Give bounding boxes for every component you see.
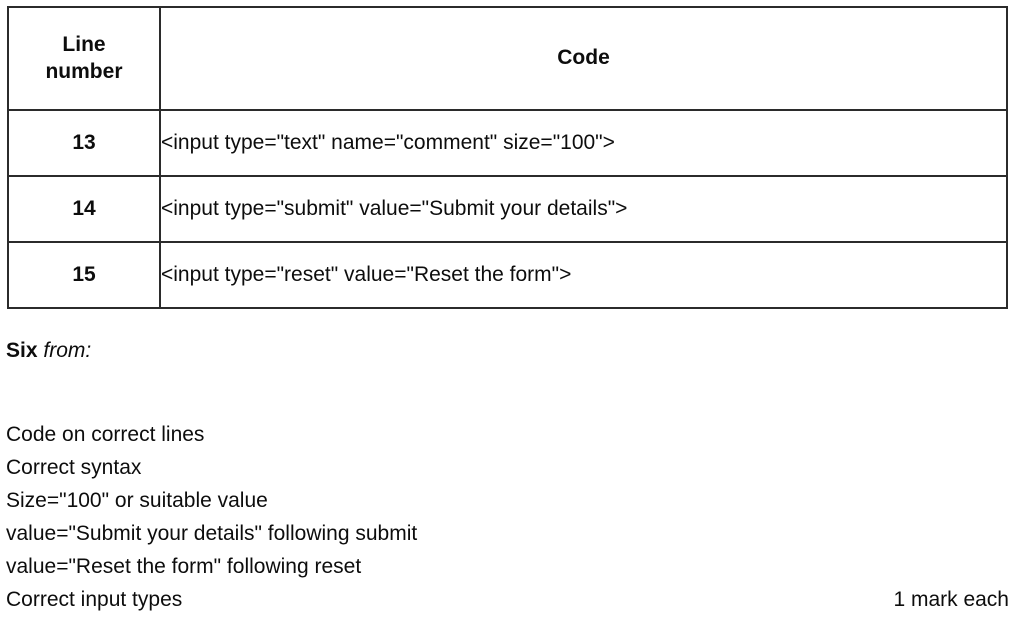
- cell-code: <input type="text" name="comment" size="…: [159, 109, 1008, 177]
- table-row: 14 <input type="submit" value="Submit yo…: [7, 175, 1008, 243]
- notes-heading: Six from:: [6, 340, 1009, 361]
- criteria-list: Code on correct lines Correct syntax Siz…: [6, 418, 1009, 616]
- list-item: value="Submit your details" following su…: [6, 522, 418, 545]
- list-item: Correct input types: [6, 588, 183, 611]
- marks-note: 1 mark each: [893, 588, 1009, 611]
- list-item: Correct syntax: [6, 456, 142, 479]
- table-header-row: Line number Code: [7, 6, 1008, 111]
- column-header-line-number: Line number: [7, 6, 161, 111]
- cell-line-number: 13: [7, 109, 161, 177]
- column-header-code: Code: [159, 6, 1008, 111]
- notes-heading-lead: Six: [6, 339, 38, 362]
- table-row: 13 <input type="text" name="comment" siz…: [7, 109, 1008, 177]
- cell-line-number: 14: [7, 175, 161, 243]
- list-item: Size="100" or suitable value: [6, 489, 268, 512]
- column-header-line-number-line1: Line: [62, 32, 106, 56]
- cell-line-number: 15: [7, 241, 161, 309]
- mark-scheme-notes: Six from: Code on correct lines Correct …: [6, 340, 1009, 611]
- column-header-line-number-line2: number: [45, 59, 123, 83]
- code-table: Line number Code 13 <input type="text" n…: [7, 6, 1008, 309]
- cell-code: <input type="reset" value="Reset the for…: [159, 241, 1008, 309]
- table-row: 15 <input type="reset" value="Reset the …: [7, 241, 1008, 309]
- list-item: Code on correct lines: [6, 423, 205, 446]
- cell-code: <input type="submit" value="Submit your …: [159, 175, 1008, 243]
- list-item: value="Reset the form" following reset: [6, 555, 362, 578]
- notes-heading-trail: from:: [37, 339, 92, 362]
